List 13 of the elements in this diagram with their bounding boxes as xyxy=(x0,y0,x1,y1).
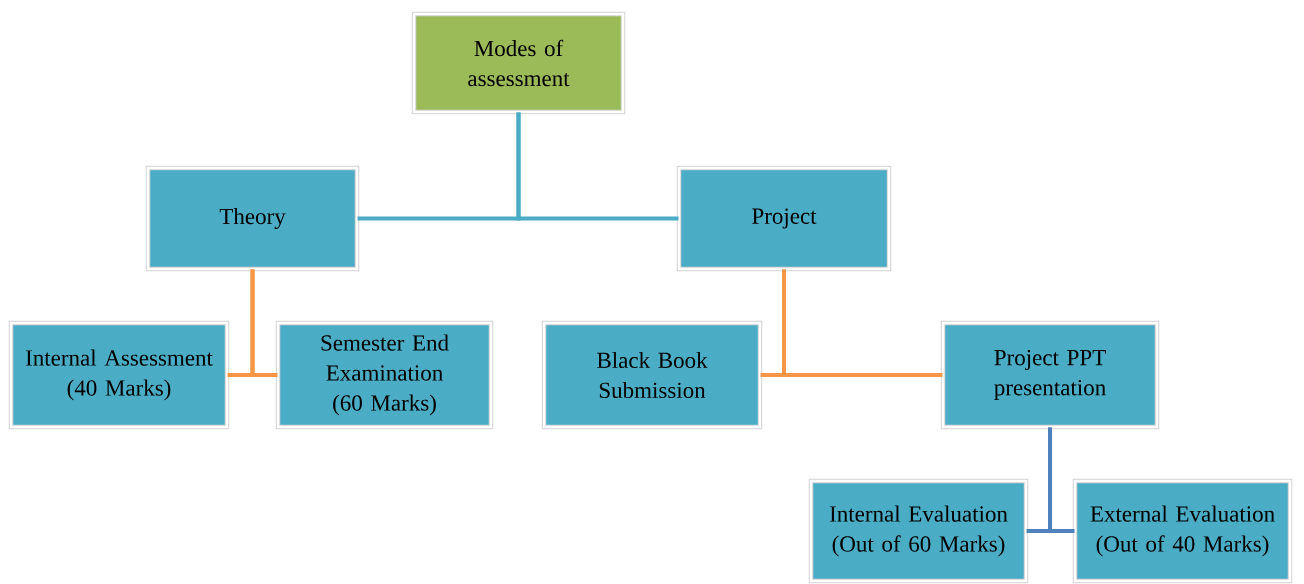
process-box: Project PPT presentation xyxy=(940,320,1160,430)
process-box: Semester End Examination (60 Marks) xyxy=(275,320,494,430)
connector xyxy=(1048,427,1075,533)
title-box: Modes of assessment xyxy=(411,11,626,115)
process-box: Internal Assessment (40 Marks) xyxy=(8,320,230,430)
process-box: Project xyxy=(676,165,892,272)
process-box: Internal Evaluation (Out of 60 Marks) xyxy=(808,478,1029,584)
process-box: Black Book Submission xyxy=(541,320,763,430)
connector xyxy=(516,112,679,221)
process-box: Theory xyxy=(145,165,360,272)
process-box: External Evaluation (Out of 40 Marks) xyxy=(1072,478,1293,584)
connector xyxy=(782,269,943,377)
connector xyxy=(250,269,278,377)
